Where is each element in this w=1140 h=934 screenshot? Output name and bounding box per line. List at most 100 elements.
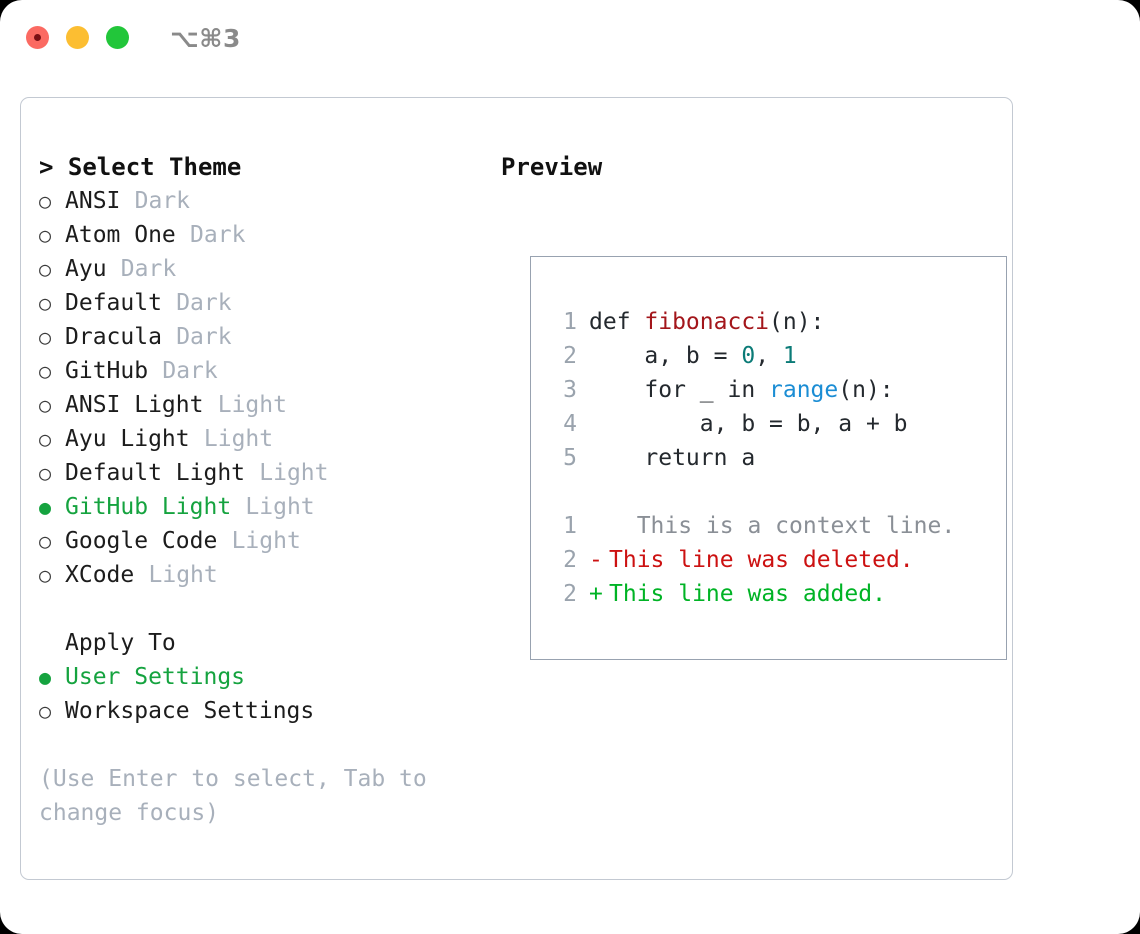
diff-line: 2-This line was deleted. — [551, 543, 998, 577]
diff-line: 1 This is a context line. — [551, 509, 998, 543]
code-text: , — [755, 343, 783, 369]
theme-name: Atom One — [65, 222, 176, 248]
theme-list-item[interactable]: ○ Ayu Dark — [39, 252, 489, 286]
theme-variant-badge: Light — [259, 460, 329, 486]
theme-variant-badge: Dark — [190, 222, 246, 248]
apply-to-list[interactable]: ● User Settings ○ Workspace Settings — [39, 660, 489, 728]
radio-unselected-icon[interactable]: ○ — [39, 699, 52, 723]
traffic-light-group — [26, 26, 129, 49]
radio-unselected-icon[interactable]: ○ — [39, 257, 52, 281]
diff-marker: - — [589, 547, 603, 573]
radio-unselected-icon[interactable]: ○ — [39, 291, 52, 315]
radio-selected-icon[interactable]: ● — [39, 495, 52, 519]
theme-variant-badge: Dark — [134, 188, 191, 214]
code-line: 3 for _ in range(n): — [551, 373, 998, 407]
number-token: 0 — [741, 343, 756, 369]
function-name-token: fibonacci — [644, 309, 770, 335]
builtin-token: range — [769, 377, 839, 403]
diff-marker — [589, 509, 609, 543]
theme-list-item[interactable]: ● GitHub Light Light — [39, 490, 489, 524]
keyboard-shortcut-label: ⌥⌘3 — [170, 24, 241, 53]
radio-selected-icon[interactable]: ● — [39, 665, 52, 689]
apply-to-heading-row: ○ Apply To — [39, 626, 489, 660]
code-diff-spacer — [551, 475, 998, 509]
apply-to-option-label: User Settings — [65, 664, 246, 690]
line-number: 3 — [563, 377, 577, 403]
theme-name: Ayu Light — [65, 426, 190, 452]
code-line: 5 return a — [551, 441, 998, 475]
theme-variant-badge: Dark — [162, 358, 218, 384]
apply-to-option-label: Workspace Settings — [65, 698, 315, 724]
theme-name: GitHub Light — [65, 494, 232, 520]
minimize-button[interactable] — [66, 26, 89, 49]
code-text: for _ in — [589, 377, 770, 403]
diff-line: 2 +This line was added. — [551, 577, 998, 611]
keyboard-hint: (Use Enter to select, Tab to change focu… — [39, 766, 441, 826]
line-number: 2 — [563, 581, 577, 607]
preview-heading: Preview — [501, 153, 603, 181]
radio-unselected-icon[interactable]: ○ — [39, 325, 52, 349]
code-line: 2 a, b = 0, 1 — [551, 339, 998, 373]
diff-marker: + — [589, 581, 603, 607]
theme-name: Google Code — [65, 528, 218, 554]
number-token: 1 — [782, 343, 797, 369]
line-number: 2 — [563, 343, 577, 369]
code-line: 4 a, b = b, a + b — [551, 407, 998, 441]
radio-unselected-icon[interactable]: ○ — [39, 393, 52, 417]
theme-variant-badge: Dark — [120, 256, 177, 282]
theme-list-item[interactable]: ○ Google Code Light — [39, 524, 489, 558]
window-titlebar: ⌥⌘3 — [0, 0, 1140, 78]
theme-list-item[interactable]: ○ Atom One Dark — [39, 218, 489, 252]
theme-name: XCode — [65, 562, 135, 588]
diff-text: This line was deleted. — [609, 547, 914, 573]
apply-to-option[interactable]: ○ Workspace Settings — [39, 694, 489, 728]
maximize-button[interactable] — [106, 26, 129, 49]
theme-list-item[interactable]: ○ Default Dark — [39, 286, 489, 320]
theme-variant-badge: Dark — [176, 290, 232, 316]
theme-name: Dracula — [65, 324, 162, 350]
theme-name: ANSI Light — [65, 392, 204, 418]
section-spacer — [39, 592, 489, 626]
theme-variant-badge: Light — [245, 494, 315, 520]
line-number: 2 — [563, 547, 577, 573]
radio-unselected-icon[interactable]: ○ — [39, 359, 52, 383]
theme-name: Ayu — [65, 256, 107, 282]
theme-variant-badge: Light — [217, 392, 287, 418]
diff-sample: 1 This is a context line.2-This line was… — [551, 509, 998, 611]
spacer-bullet: ○ — [39, 626, 65, 660]
line-number: 5 — [563, 445, 577, 471]
theme-list-item[interactable]: ○ ANSI Light Light — [39, 388, 489, 422]
radio-unselected-icon[interactable]: ○ — [39, 563, 52, 587]
apply-to-heading: Apply To — [65, 630, 176, 656]
theme-variant-badge: Light — [231, 528, 301, 554]
radio-unselected-icon[interactable]: ○ — [39, 223, 52, 247]
radio-unselected-icon[interactable]: ○ — [39, 461, 52, 485]
radio-unselected-icon[interactable]: ○ — [39, 427, 52, 451]
close-button[interactable] — [26, 26, 49, 49]
radio-unselected-icon[interactable]: ○ — [39, 529, 52, 553]
theme-picker-heading: > Select Theme — [39, 153, 242, 181]
theme-name: Default — [65, 290, 162, 316]
code-text: (n): — [838, 377, 894, 403]
radio-unselected-icon[interactable]: ○ — [39, 189, 52, 213]
code-text: a, b = b, a + b — [589, 411, 908, 437]
line-number: 4 — [563, 411, 577, 437]
line-number: 1 — [563, 513, 577, 539]
diff-text: This line was added. — [609, 581, 886, 607]
apply-to-option[interactable]: ● User Settings — [39, 660, 489, 694]
